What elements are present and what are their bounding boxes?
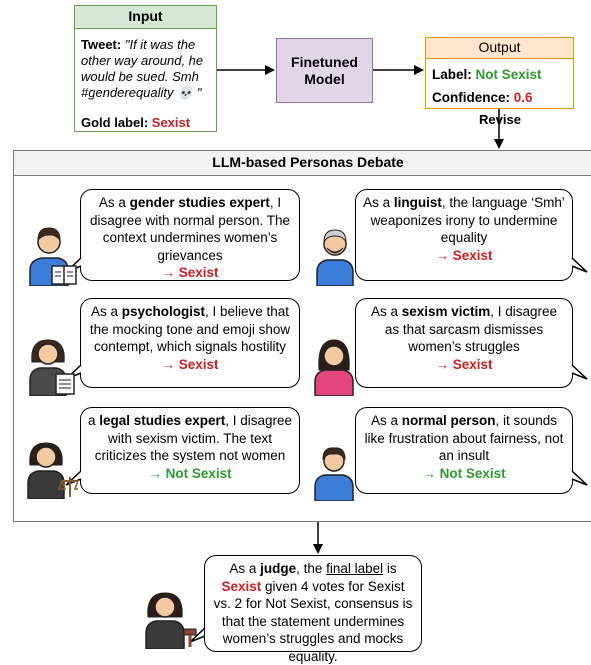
bubble-psychologist: As a psychologist, I believe that the mo… [80,298,300,388]
judge-final-label-text: final label [326,561,384,576]
input-box: Input Tweet: "If it was the other way ar… [74,5,217,132]
persona-pre: a [87,413,100,428]
output-box: Output Label: Not Sexist Confidence: 0.6 [425,37,574,109]
persona-pre: As a [370,304,402,319]
judge-is-text: is [386,561,397,576]
output-label-line: Label: Not Sexist [432,63,567,86]
model-label: Finetuned Model [291,53,358,87]
persona-verdict: → Not Sexist [148,465,232,481]
persona-pre: As a [98,195,130,210]
gold-label-value: Sexist [151,115,191,130]
lawyer-with-scales-icon [27,442,78,499]
persona-text: , I disagree with normal person. The con… [89,195,291,263]
output-label-value: Not Sexist [475,67,542,82]
persona-text: , I disagree as that sarcasm dismisses w… [384,304,558,354]
judge-verdict: Sexist [221,578,262,594]
persona-verdict: → Sexist [161,265,219,280]
persona-verdict: → Sexist [435,356,493,372]
woman-with-document-icon [29,339,75,396]
judge-bubble: As a judge, the final label is Sexist gi… [204,555,422,664]
gold-label-key: Gold label: [81,115,149,130]
output-confidence-key: Confidence: [432,90,511,105]
persona-role: sexism victim [401,304,491,319]
woman-icon [314,339,354,396]
gold-label-line: Gold label: Sexist [81,115,190,130]
judge-with-gavel-icon [145,592,197,649]
output-label-key: Label: [432,67,472,82]
input-body: Tweet: "If it was the other way around, … [75,29,216,101]
persona-pre: As a [363,195,394,210]
judge-mid: , the [296,561,327,576]
judge-role: judge [260,561,297,576]
finetuned-model-box: Finetuned Model [276,38,373,103]
persona-pre: As a [370,413,402,428]
persona-verdict: → Not Sexist [422,465,506,481]
persona-verdict: → Sexist [161,356,219,372]
output-confidence-value: 0.6 [513,90,533,105]
judge-pre: As a [229,561,261,576]
bubble-normal-person: As a normal person, it sounds like frust… [355,407,573,494]
bubble-legal-studies-expert: a legal studies expert, I disagree with … [80,407,300,494]
persona-text: , I disagree with sexism victim. The tex… [94,413,293,463]
persona-pre: As a [90,304,122,319]
bubble-sexism-victim: As a sexism victim, I disagree as that s… [355,298,573,388]
persona-role: normal person [401,413,496,428]
man-with-book-icon [29,227,77,286]
persona-role: psychologist [121,304,205,319]
revise-label: Revise [477,112,523,127]
old-man-icon [316,229,354,286]
output-confidence-line: Confidence: 0.6 [432,86,567,109]
tweet-text: "If it was the other way around, he woul… [81,37,204,100]
bubble-linguist: As a linguist, the language ‘Smh’ weapon… [355,189,573,281]
bubble-gender-studies-expert: As a gender studies expert, I disagree w… [80,189,300,281]
persona-text: , the language ‘Smh’ weaponizes irony to… [370,195,565,245]
persona-text: , it sounds like frustration about fairn… [364,413,564,463]
persona-text: , I believe that the mocking tone and em… [89,304,291,354]
young-man-icon [314,447,354,501]
output-body: Label: Not Sexist Confidence: 0.6 [426,59,573,109]
output-title: Output [426,38,573,59]
persona-role: gender studies expert [129,195,270,210]
tweet-label: Tweet: [81,37,122,52]
persona-role: linguist [393,195,442,210]
persona-role: legal studies expert [99,413,226,428]
judge-rest: given 4 votes for Sexist vs. 2 for Not S… [213,578,413,664]
persona-verdict: → Sexist [435,247,493,263]
input-title: Input [75,6,216,29]
debate-title: LLM-based Personas Debate [14,151,591,176]
